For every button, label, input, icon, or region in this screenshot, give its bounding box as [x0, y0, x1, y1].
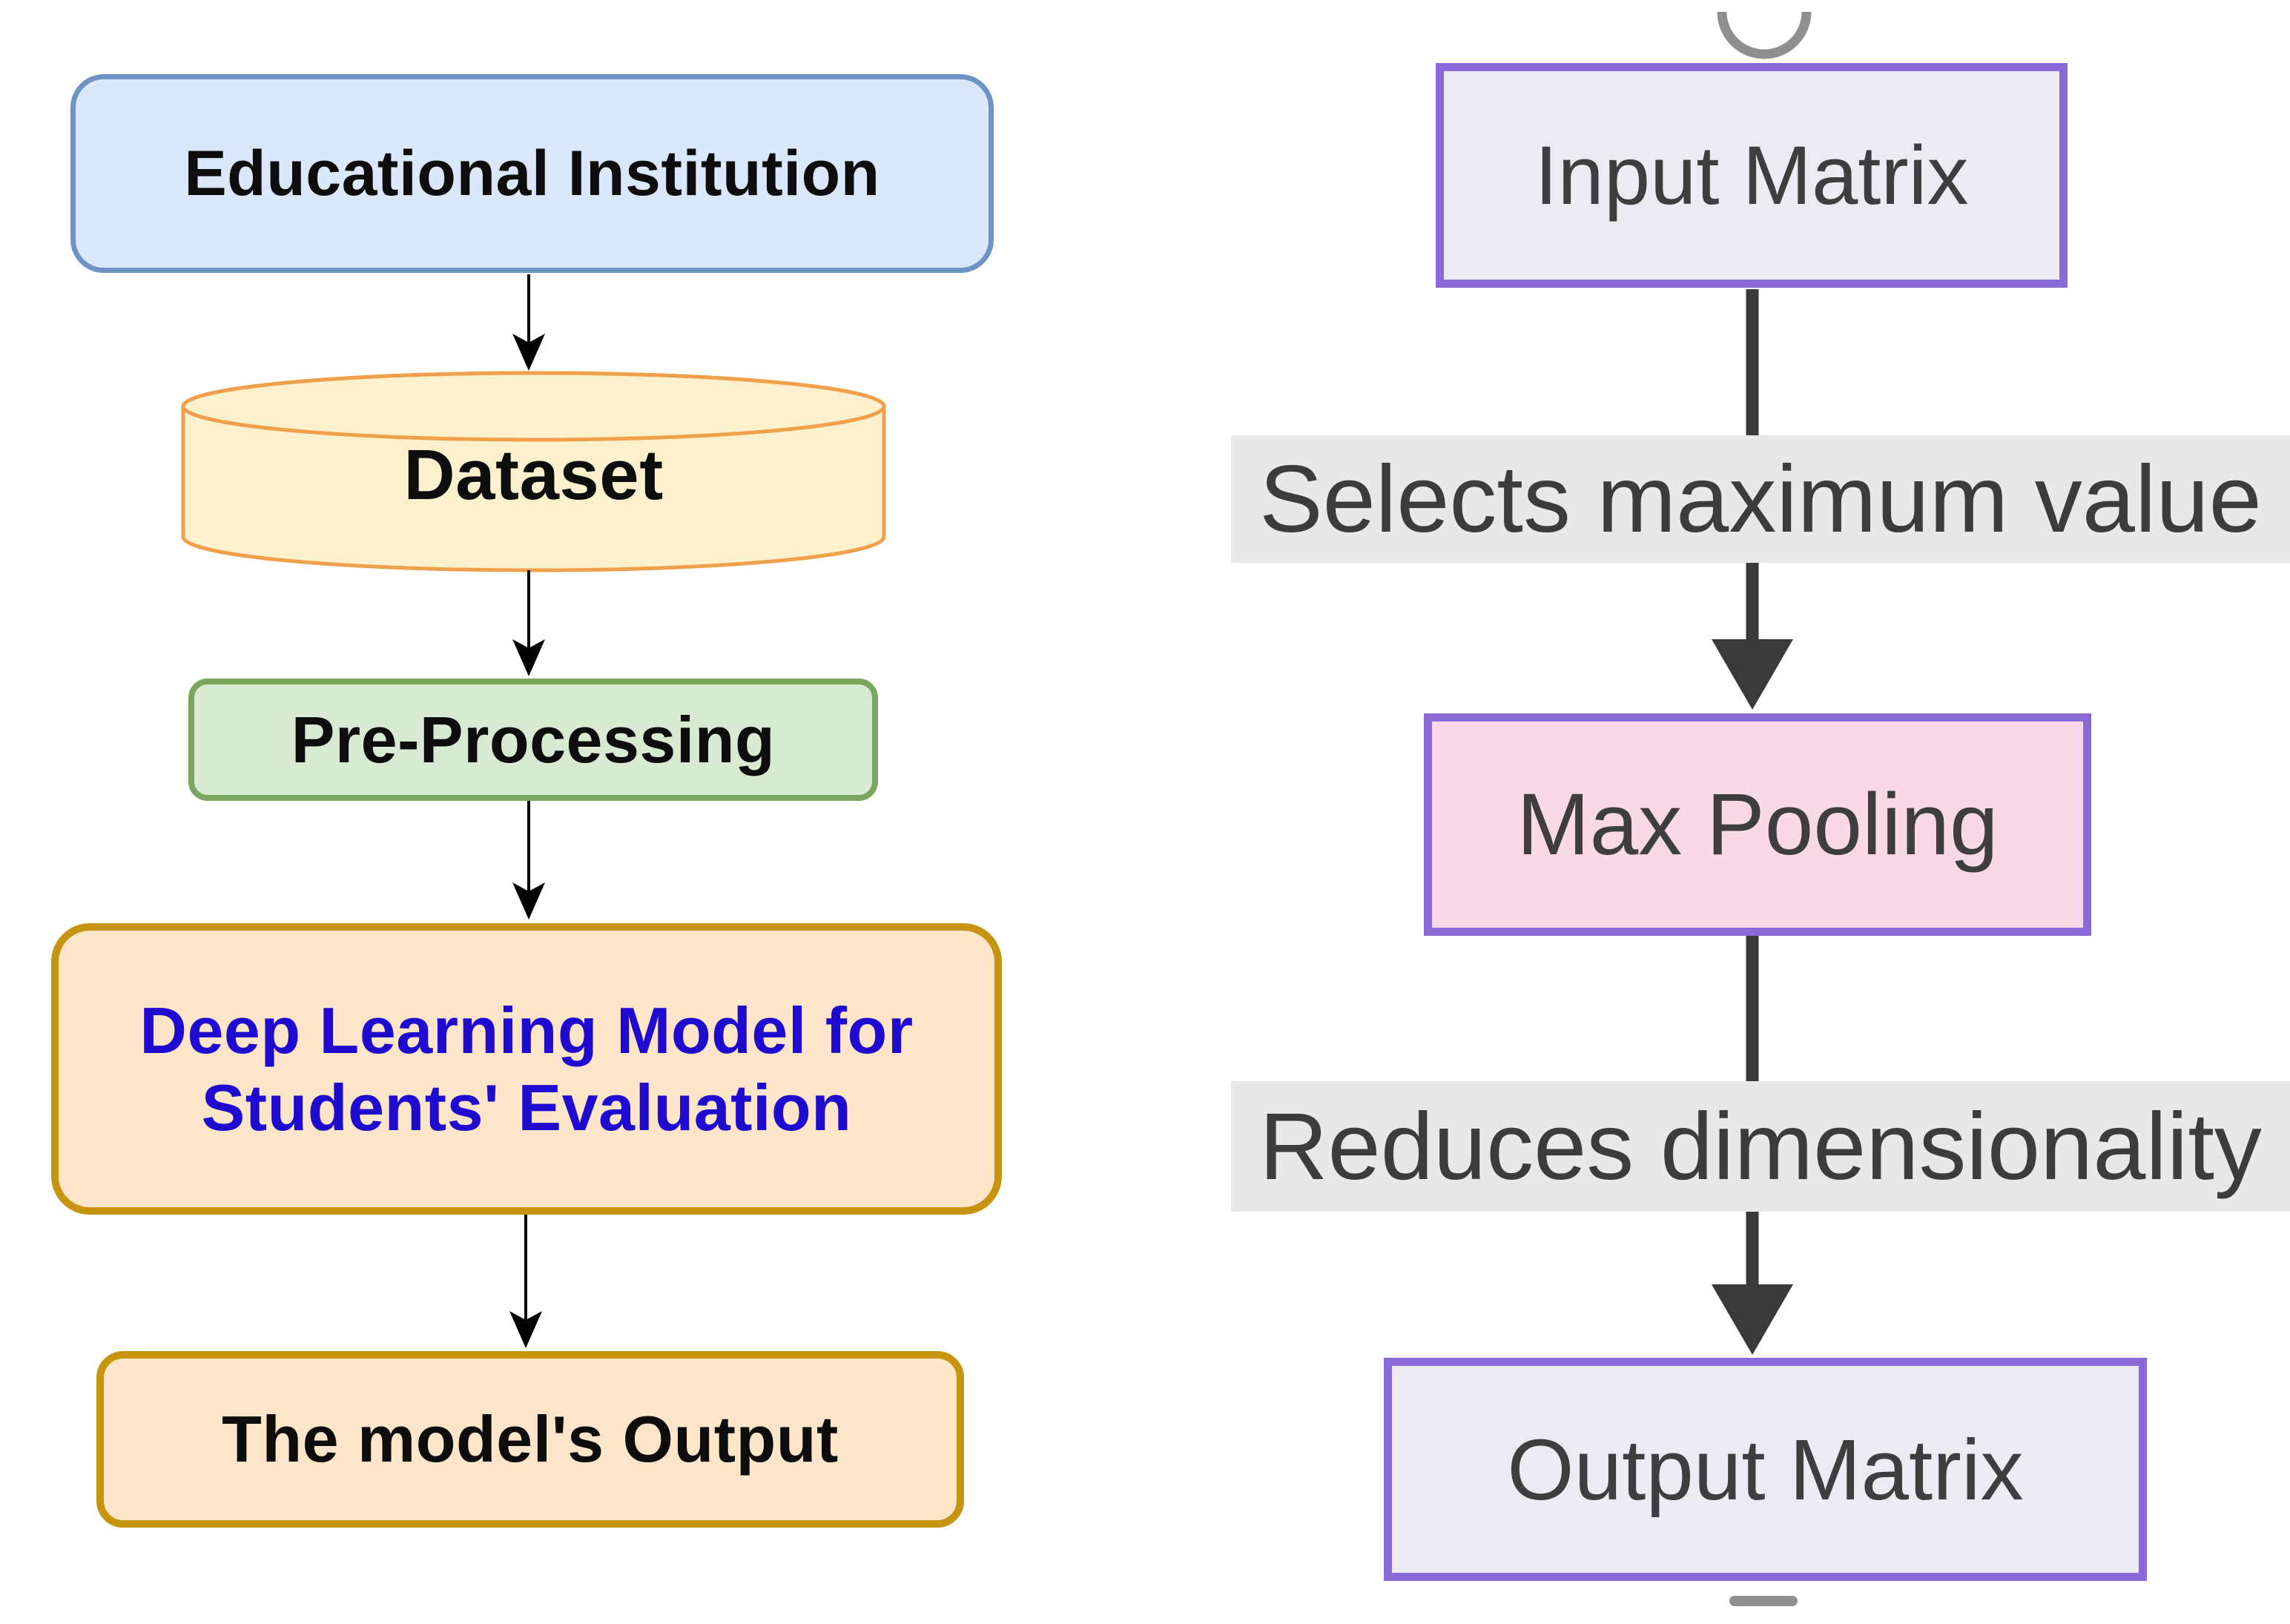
- pre-processing-label: Pre-Processing: [291, 702, 776, 776]
- selects-maximum-value-label: Selects maximum value: [1259, 446, 2262, 552]
- input-matrix-label: Input Matrix: [1534, 129, 1969, 222]
- max-pooling-label: Max Pooling: [1517, 776, 1999, 874]
- educational-institution-label: Educational Institution: [184, 137, 880, 209]
- edge-label-selects-maximum-value: Selects maximum value: [1231, 435, 2290, 563]
- output-matrix-label: Output Matrix: [1507, 1421, 2024, 1518]
- node-pre-processing: Pre-Processing: [188, 679, 878, 801]
- models-output-label: The model's Output: [222, 1402, 839, 1476]
- deep-learning-model-label-line1: Deep Learning Model for: [139, 993, 914, 1067]
- deep-learning-model-label-line2: Students' Evaluation: [201, 1070, 852, 1144]
- arrow-head-2: [512, 639, 545, 676]
- dataset-label: Dataset: [403, 435, 664, 515]
- node-dataset: Dataset: [183, 406, 884, 544]
- arrow-head-3: [512, 882, 545, 920]
- node-input-matrix: Input Matrix: [1436, 63, 2068, 288]
- reduces-dimensionality-label: Reduces dimensionality: [1259, 1093, 2262, 1200]
- cropped-circle-bottom-icon: [1729, 1596, 1798, 1606]
- arrow-head-4: [509, 1311, 542, 1348]
- node-output-matrix: Output Matrix: [1384, 1358, 2147, 1581]
- edge-label-reduces-dimensionality: Reduces dimensionality: [1231, 1081, 2290, 1212]
- connector-arrowhead-1: [1712, 639, 1793, 710]
- cropped-circle-top-icon: [1717, 11, 1812, 59]
- cylinder-top-ellipse: [181, 371, 886, 442]
- node-max-pooling: Max Pooling: [1424, 713, 2091, 936]
- connector-arrowhead-2: [1712, 1284, 1793, 1355]
- node-models-output: The model's Output: [96, 1351, 964, 1528]
- arrow-head-1: [512, 334, 545, 371]
- node-deep-learning-model: Deep Learning Model for Students' Evalua…: [51, 923, 1002, 1215]
- node-educational-institution: Educational Institution: [70, 74, 994, 273]
